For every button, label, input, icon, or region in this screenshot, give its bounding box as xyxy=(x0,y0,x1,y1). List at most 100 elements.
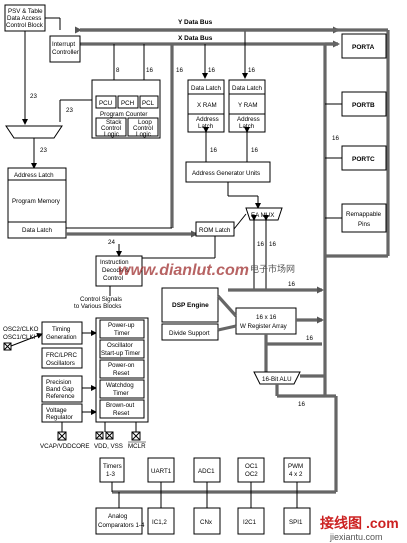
dsp-engine: DSP Engine xyxy=(161,287,219,323)
divide-support: Divide Support xyxy=(161,323,219,341)
uart1-block: UART1 xyxy=(147,457,175,483)
spi-block: SPI1 xyxy=(283,507,311,535)
watermark-site: www.dianlut.com xyxy=(118,262,249,279)
vdd-x2 xyxy=(95,431,104,440)
program-counter-label: Program Counter xyxy=(100,111,147,118)
analog-comparators-block: Analog Comparators 1-4 xyxy=(95,507,145,535)
i2c-block: I2C1 xyxy=(237,507,265,535)
y-data-bus-label: Y Data Bus xyxy=(178,19,213,26)
w-register-array: 16 x 16 W Register Array xyxy=(235,307,297,335)
bus-width-label: 23 xyxy=(30,93,37,100)
timers-line-1: Timers xyxy=(103,463,122,470)
bus-width-label: 24 xyxy=(108,239,115,246)
psv-line-3: Control Block xyxy=(6,22,44,29)
psv-table-block: PSV & Table Data Access Control Block xyxy=(4,4,46,32)
oc-line-1: OC1 xyxy=(245,463,258,470)
port-b-label: PORTB xyxy=(352,102,375,109)
divide-support-label: Divide Support xyxy=(169,330,210,337)
pcl-label: PCL xyxy=(142,100,155,107)
x-data-bus-label: X Data Bus xyxy=(178,35,213,42)
precision-band-gap: Precision Band Gap Reference xyxy=(41,375,83,403)
analog-line-2: Comparators 1-4 xyxy=(98,522,145,529)
div-to-w xyxy=(217,324,237,332)
oc-line-2: OC2 xyxy=(245,471,258,478)
loop-line-2: Control xyxy=(133,125,153,132)
vcap-x2 xyxy=(57,431,67,441)
frc-line-1: FRC/LPRC xyxy=(46,352,77,359)
pcu-label: PCU xyxy=(99,100,112,107)
rom-latch-label: ROM Latch xyxy=(199,227,231,234)
voltage-line-1: Voltage xyxy=(46,407,67,414)
address-generator-units: Address Generator Units xyxy=(185,161,271,183)
control-signals-line-2: to Various Blocks xyxy=(74,303,121,310)
ea-mux: EA MUX xyxy=(245,207,283,221)
pm-data-latch: Data Latch xyxy=(22,227,52,234)
program-memory-block: Address Latch Program Memory Data Latch xyxy=(7,167,67,239)
y-data-bus: Y Data Bus xyxy=(75,19,340,34)
osc-pin-x2 xyxy=(3,342,12,351)
por-line-1: Power-on xyxy=(108,362,135,369)
bus-width-label: 16 xyxy=(257,241,264,248)
spi-label: SPI1 xyxy=(289,519,303,526)
por-line-2: Reset xyxy=(113,370,129,377)
remappable-line-1: Remappable xyxy=(346,211,382,218)
program-counter-block: PCU PCH PCL Program Counter Stack Contro… xyxy=(91,79,161,139)
decode-line-3: Control xyxy=(103,275,123,282)
vdd-vss-label: VDD, VSS xyxy=(94,443,123,450)
control-signals-line-1: Control Signals xyxy=(80,296,122,303)
loop-line-3: Logic xyxy=(136,131,151,138)
frc-lprc-oscillators: FRC/LPRC Oscillators xyxy=(41,347,83,369)
address-mux xyxy=(5,125,63,139)
frc-line-2: Oscillators xyxy=(46,360,75,367)
ea-mux-label: EA MUX xyxy=(251,212,274,219)
port-a: PORTA xyxy=(341,33,387,59)
precision-line-1: Precision xyxy=(46,379,72,386)
port-c: PORTC xyxy=(341,145,387,171)
decode-line-1: Instruction xyxy=(100,259,129,266)
i2c-label: I2C1 xyxy=(243,519,257,526)
watermark-brand: 接线图 xyxy=(320,515,362,531)
port-a-label: PORTA xyxy=(352,44,375,51)
loop-line-1: Loop xyxy=(138,119,152,126)
watchdog-line-2: Timer xyxy=(113,390,129,397)
w-reg-line-1: 16 x 16 xyxy=(256,314,277,321)
timers-block: Timers 1-3 xyxy=(99,457,125,483)
decode-line-2: Decode & xyxy=(102,267,130,274)
ic-label: IC1,2 xyxy=(152,519,167,526)
osc2-pin-label: OSC2/CLKO xyxy=(3,326,39,333)
analog-line-1: Analog xyxy=(108,513,128,520)
remappable-pins: Remappable Pins xyxy=(341,203,387,233)
adc-label: ADC1 xyxy=(198,468,215,475)
bus-width-label: 16 xyxy=(176,67,183,74)
stack-line-1: Stack xyxy=(106,119,122,126)
port-c-label: PORTC xyxy=(352,156,375,163)
y-data-latch: Data Latch xyxy=(232,85,262,92)
voltage-regulator: Voltage Regulator xyxy=(41,403,83,423)
y-ram-block: Data Latch Y RAM Address Latch xyxy=(228,79,266,133)
y-ram-label: Y RAM xyxy=(238,102,257,109)
precision-line-3: Reference xyxy=(46,393,75,400)
dsp-to-w xyxy=(216,294,238,318)
pch-label: PCH xyxy=(121,100,134,107)
alu-label: 16-Bit ALU xyxy=(262,376,292,383)
pm-label: Program Memory xyxy=(12,198,61,205)
bus-width-label: 16 xyxy=(210,147,217,154)
pwm-line-2: 4 x 2 xyxy=(289,471,303,478)
powerup-line-2: Timer xyxy=(114,330,130,337)
instruction-decode: Instruction Decode & Control xyxy=(95,255,143,287)
rom-latch: ROM Latch xyxy=(195,221,235,237)
x-data-latch: Data Latch xyxy=(191,85,221,92)
remappable-line-2: Pins xyxy=(358,221,370,228)
pwm-line-1: PWM xyxy=(288,463,303,470)
mclr-x2 xyxy=(131,431,141,441)
osc-startup-line-2: Start-up Timer xyxy=(101,350,140,357)
psv-line-2: Data Access xyxy=(7,15,41,22)
watermark-domain: .com xyxy=(366,515,399,531)
y-addr-line-2: Latch xyxy=(239,123,255,130)
cn-label: CNx xyxy=(200,519,213,526)
interrupt-line-1: Interrupt xyxy=(52,41,75,48)
bus-width-label: 16 xyxy=(288,281,295,288)
precision-line-2: Band Gap xyxy=(46,386,74,393)
uart-label: UART1 xyxy=(151,468,172,475)
stack-line-3: Logic xyxy=(104,131,119,138)
